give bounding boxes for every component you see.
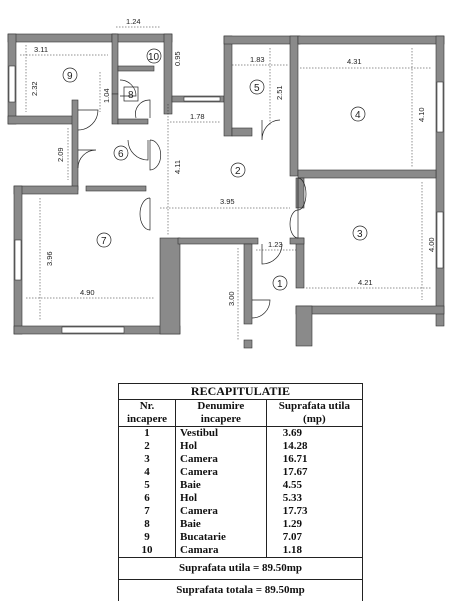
dimension-label: 3.95 [220, 197, 235, 206]
header-nr: Nr. incapere [118, 399, 176, 427]
room-area: 16.71 [265, 453, 364, 466]
room-nr: 2 [118, 440, 176, 453]
room-name: Baie [175, 518, 267, 531]
room-name: Vestibul [175, 426, 267, 440]
room-nr: 3 [118, 453, 176, 466]
room-number: 8 [128, 90, 134, 101]
floor-plan: 1.24 0.95 3.11 2.32 1.04 2.09 1.83 2.51 … [7, 17, 445, 349]
dimension-label: 3.11 [34, 45, 48, 54]
room-nr: 1 [118, 426, 176, 440]
room-area: 1.18 [265, 544, 364, 558]
room-nr: 6 [118, 492, 176, 505]
header-area: Suprafata utila (mp) [265, 399, 364, 427]
dimension-label: 4.11 [173, 160, 182, 174]
room-name: Camara [175, 544, 267, 558]
room-area: 1.29 [265, 518, 364, 531]
dimension-labels: 1.24 0.95 3.11 2.32 1.04 2.09 1.83 2.51 … [30, 17, 436, 306]
room-number: 3 [357, 229, 363, 240]
room-area: 5.33 [265, 492, 364, 505]
room-nr: 9 [118, 531, 176, 544]
room-name: Bucatarie [175, 531, 267, 544]
room-area: 17.67 [265, 466, 364, 479]
dimension-label: 4.90 [80, 288, 95, 297]
total-overall-area: Suprafata totala = 89.50mp [118, 579, 363, 601]
room-name: Camera [175, 453, 267, 466]
room-number: 1 [277, 279, 283, 290]
dimension-label: 1.83 [250, 55, 265, 64]
dimension-label: 2.51 [275, 85, 284, 100]
room-area: 3.69 [265, 426, 364, 440]
dimension-label: 1.24 [126, 17, 141, 26]
room-nr: 10 [118, 544, 176, 558]
dimension-label: 4.31 [347, 57, 362, 66]
dimension-label: 0.95 [173, 51, 182, 66]
room-number: 7 [101, 236, 107, 247]
dimension-label: 4.00 [427, 237, 436, 252]
room-number: 9 [67, 71, 73, 82]
dimension-lines [20, 26, 432, 340]
header-name: Denumire incapere [175, 399, 267, 427]
room-number: 2 [235, 166, 241, 177]
room-nr: 4 [118, 466, 176, 479]
room-area: 14.28 [265, 440, 364, 453]
recap-title: RECAPITULATIE [118, 383, 363, 400]
room-nr: 5 [118, 479, 176, 492]
dimension-label: 2.32 [30, 81, 39, 96]
room-area: 7.07 [265, 531, 364, 544]
room-name: Camera [175, 466, 267, 479]
dimension-label: 3.00 [227, 291, 236, 306]
recap-table: RECAPITULATIE Nr. incapere Denumire inca… [118, 383, 364, 601]
windows [8, 65, 444, 334]
room-number: 10 [148, 52, 160, 63]
room-area: 17.73 [265, 505, 364, 518]
room-name: Camera [175, 505, 267, 518]
room-number: 6 [118, 149, 124, 160]
room-name: Hol [175, 492, 267, 505]
dimension-label: 2.09 [56, 147, 65, 162]
doors [77, 79, 307, 319]
room-name: Baie [175, 479, 267, 492]
dimension-label: 1.23 [268, 240, 283, 249]
room-nr: 8 [118, 518, 176, 531]
total-useful-area: Suprafata utila = 89.50mp [118, 557, 363, 580]
room-area: 4.55 [265, 479, 364, 492]
dimension-label: 1.78 [190, 112, 205, 121]
dimension-label: 4.10 [417, 107, 426, 122]
room-nr: 7 [118, 505, 176, 518]
room-number: 4 [355, 110, 361, 121]
dimension-label: 3.96 [45, 251, 54, 266]
room-numbers: 1 2 3 4 5 6 7 8 9 10 [62, 48, 368, 291]
dimension-label: 1.04 [102, 88, 111, 103]
room-number: 5 [254, 83, 260, 94]
dimension-label: 4.21 [358, 278, 373, 287]
room-name: Hol [175, 440, 267, 453]
